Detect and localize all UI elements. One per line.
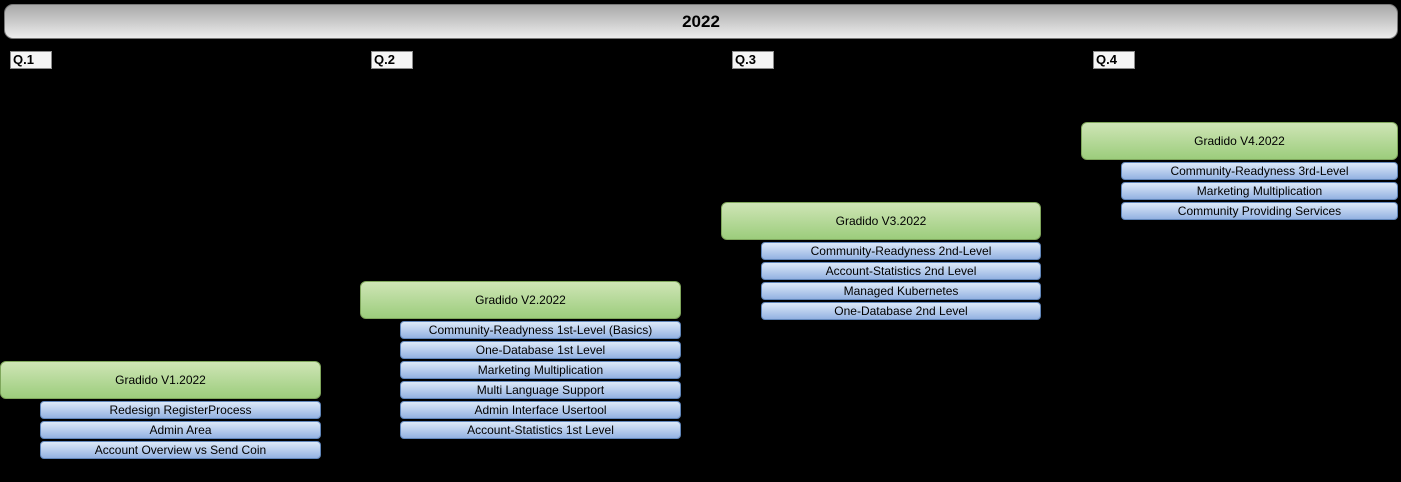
quarter-group-q4: Gradido V4.2022 Community-Readyness 3rd-… [1081, 122, 1398, 222]
quarter-label-q3: Q.3 [732, 51, 774, 69]
feature-box: Account Overview vs Send Coin [40, 441, 321, 459]
feature-box: Marketing Multiplication [400, 361, 681, 379]
feature-box: Community-Readyness 3rd-Level [1121, 162, 1398, 180]
quarter-label-q1: Q.1 [10, 51, 52, 69]
feature-box: Marketing Multiplication [1121, 182, 1398, 200]
feature-box: Community-Readyness 2nd-Level [761, 242, 1041, 260]
feature-box: Account-Statistics 1st Level [400, 421, 681, 439]
feature-box: Community Providing Services [1121, 202, 1398, 220]
version-box-v1: Gradido V1.2022 [0, 361, 321, 399]
feature-box: Managed Kubernetes [761, 282, 1041, 300]
version-box-v4: Gradido V4.2022 [1081, 122, 1398, 160]
feature-box: One-Database 2nd Level [761, 302, 1041, 320]
feature-box: Multi Language Support [400, 381, 681, 399]
feature-list-q2: Community-Readyness 1st-Level (Basics) On… [400, 321, 681, 439]
version-box-v3: Gradido V3.2022 [721, 202, 1041, 240]
quarter-group-q2: Gradido V2.2022 Community-Readyness 1st-… [360, 281, 681, 441]
year-title: 2022 [682, 11, 720, 31]
feature-box: One-Database 1st Level [400, 341, 681, 359]
feature-box: Account-Statistics 2nd Level [761, 262, 1041, 280]
version-box-v2: Gradido V2.2022 [360, 281, 681, 319]
feature-box: Redesign RegisterProcess [40, 401, 321, 419]
quarter-group-q3: Gradido V3.2022 Community-Readyness 2nd-… [721, 202, 1041, 322]
feature-box: Community-Readyness 1st-Level (Basics) [400, 321, 681, 339]
feature-box: Admin Area [40, 421, 321, 439]
feature-box: Admin Interface Usertool [400, 401, 681, 419]
year-title-bar: 2022 [4, 4, 1398, 39]
quarter-label-q2: Q.2 [371, 51, 413, 69]
quarter-group-q1: Gradido V1.2022 Redesign RegisterProcess… [0, 361, 321, 461]
quarter-label-q4: Q.4 [1093, 51, 1135, 69]
